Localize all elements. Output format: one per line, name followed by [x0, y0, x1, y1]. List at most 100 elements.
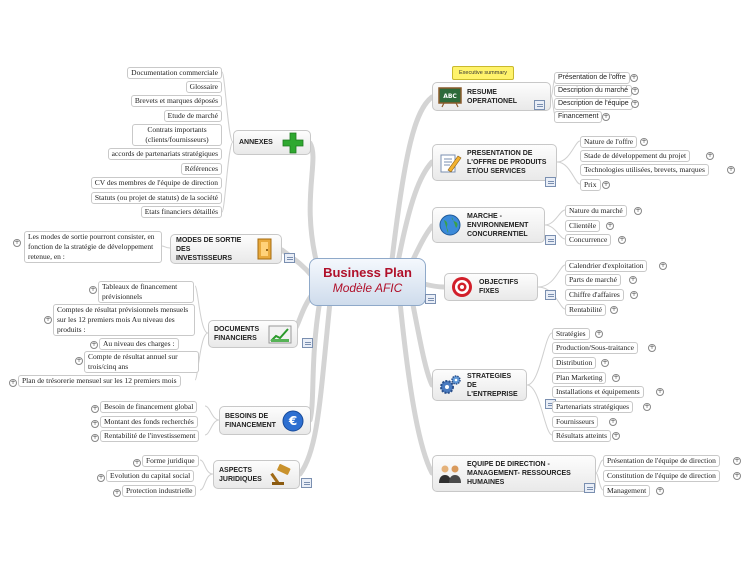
note-icon[interactable]: [284, 253, 295, 263]
subtopic[interactable]: Les modes de sortie pourront consister, …: [24, 231, 162, 263]
topic-annexes[interactable]: ANNEXES: [233, 130, 311, 155]
expand-plus-icon[interactable]: +: [648, 344, 656, 352]
note-icon[interactable]: [425, 294, 436, 304]
expand-plus-icon[interactable]: +: [629, 276, 637, 284]
subtopic[interactable]: Présentation de l'équipe de direction: [603, 455, 720, 467]
note-icon[interactable]: [302, 338, 313, 348]
expand-plus-icon[interactable]: +: [630, 291, 638, 299]
expand-plus-icon[interactable]: +: [91, 434, 99, 442]
subtopic[interactable]: Constitution de l'équipe de direction: [603, 470, 720, 482]
subtopic[interactable]: Tableaux de financement prévisionnels: [98, 281, 194, 303]
subtopic[interactable]: Montant des fonds recherchés: [100, 416, 198, 428]
subtopic[interactable]: Installations et équipements: [552, 386, 644, 398]
expand-plus-icon[interactable]: +: [733, 472, 741, 480]
subtopic[interactable]: Nature de l'offre: [580, 136, 638, 148]
subtopic[interactable]: Contrats importants (clients/fournisseur…: [132, 124, 222, 146]
note-icon[interactable]: [545, 235, 556, 245]
note-icon[interactable]: [301, 478, 312, 488]
expand-plus-icon[interactable]: +: [631, 100, 639, 108]
expand-plus-icon[interactable]: +: [44, 316, 52, 324]
subtopic[interactable]: Partenariats stratégiques: [552, 401, 634, 413]
subtopic[interactable]: Fournisseurs: [552, 416, 599, 428]
subtopic[interactable]: Production/Sous-traitance: [552, 342, 638, 354]
subtopic[interactable]: Chiffre d'affaires: [565, 289, 624, 301]
note-icon[interactable]: [534, 100, 545, 110]
topic-marche[interactable]: MARCHE - ENVIRONNEMENT CONCURRENTIEL: [432, 207, 545, 243]
expand-plus-icon[interactable]: +: [91, 405, 99, 413]
topic-documents-financiers[interactable]: DOCUMENTS FINANCIERS: [208, 320, 298, 348]
subtopic[interactable]: CV des membres de l'équipe de direction: [90, 177, 222, 189]
subtopic[interactable]: Etude de marché: [163, 110, 222, 122]
expand-plus-icon[interactable]: +: [618, 236, 626, 244]
expand-plus-icon[interactable]: +: [630, 74, 638, 82]
topic-modes-sortie[interactable]: MODES DE SORTIE DES INVESTISSEURS: [170, 234, 282, 264]
expand-plus-icon[interactable]: +: [656, 388, 664, 396]
expand-plus-icon[interactable]: +: [640, 138, 648, 146]
expand-plus-icon[interactable]: +: [75, 357, 83, 365]
note-icon[interactable]: [545, 290, 556, 300]
expand-plus-icon[interactable]: +: [595, 330, 603, 338]
expand-plus-icon[interactable]: +: [89, 286, 97, 294]
subtopic[interactable]: Etats financiers détaillés: [140, 206, 222, 218]
topic-strategies[interactable]: STRATEGIES DE L'ENTREPRISE: [432, 369, 527, 401]
topic-objectifs[interactable]: OBJECTIFS FIXES: [444, 273, 538, 301]
subtopic[interactable]: Forme juridique: [142, 455, 199, 467]
subtopic[interactable]: Plan de trésorerie mensuel sur les 12 pr…: [18, 375, 181, 387]
expand-plus-icon[interactable]: +: [13, 239, 21, 247]
topic-equipe[interactable]: EQUIPE DE DIRECTION - MANAGEMENT- RESSOU…: [432, 455, 596, 492]
expand-plus-icon[interactable]: +: [606, 222, 614, 230]
subtopic[interactable]: Compte de résultat annuel sur trois/cinq…: [84, 351, 199, 373]
central-topic[interactable]: Business Plan Modèle AFIC: [309, 258, 426, 306]
topic-besoins-financement[interactable]: BESOINS DE FINANCEMENT €: [219, 406, 311, 435]
subtopic[interactable]: Calendrier d'exploitation: [565, 260, 648, 272]
subtopic[interactable]: Besoin de financement global: [100, 401, 198, 413]
subtopic[interactable]: Prix: [580, 179, 601, 191]
subtopic[interactable]: Nature du marché: [565, 205, 627, 217]
subtopic[interactable]: Evolution du capital social: [106, 470, 195, 482]
expand-plus-icon[interactable]: +: [656, 487, 664, 495]
expand-plus-icon[interactable]: +: [706, 152, 714, 160]
expand-plus-icon[interactable]: +: [113, 489, 121, 497]
topic-presentation-offre[interactable]: PRESENTATION DE L'OFFRE DE PRODUITS ET/O…: [432, 144, 557, 181]
subtopic[interactable]: accords de partenariats stratégiques: [107, 148, 222, 160]
subtopic[interactable]: Documentation commerciale: [127, 67, 222, 79]
subtopic[interactable]: Distribution: [552, 357, 597, 369]
expand-plus-icon[interactable]: +: [609, 418, 617, 426]
expand-plus-icon[interactable]: +: [133, 459, 141, 467]
subtopic[interactable]: Résultats atteints: [552, 430, 612, 442]
expand-plus-icon[interactable]: +: [631, 87, 639, 95]
subtopic[interactable]: Statuts (ou projet de statuts) de la soc…: [90, 192, 222, 204]
subtopic[interactable]: Plan Marketing: [552, 372, 607, 384]
subtopic[interactable]: Description du marché: [554, 85, 633, 97]
note-icon[interactable]: [584, 483, 595, 493]
subtopic[interactable]: Rentabilité: [565, 304, 606, 316]
expand-plus-icon[interactable]: +: [610, 306, 618, 314]
expand-plus-icon[interactable]: +: [634, 207, 642, 215]
expand-plus-icon[interactable]: +: [659, 262, 667, 270]
expand-plus-icon[interactable]: +: [643, 403, 651, 411]
subtopic[interactable]: Références: [180, 163, 222, 175]
subtopic[interactable]: Concurrence: [565, 234, 612, 246]
subtopic[interactable]: Description de l'équipe: [554, 98, 633, 110]
expand-plus-icon[interactable]: +: [602, 181, 610, 189]
expand-plus-icon[interactable]: +: [612, 432, 620, 440]
subtopic[interactable]: Glossaire: [185, 81, 222, 93]
subtopic[interactable]: Présentation de l'offre: [554, 72, 630, 84]
topic-resume[interactable]: ABC RESUME OPERATIONEL: [432, 82, 551, 111]
subtopic[interactable]: Technologies utilisées, brevets, marques: [580, 164, 709, 176]
subtopic[interactable]: Rentabilité de l'investissement: [100, 430, 200, 442]
subtopic[interactable]: Brevets et marques déposés: [130, 95, 222, 107]
expand-plus-icon[interactable]: +: [727, 166, 735, 174]
expand-plus-icon[interactable]: +: [9, 379, 17, 387]
expand-plus-icon[interactable]: +: [90, 341, 98, 349]
subtopic[interactable]: Stade de développement du projet: [580, 150, 691, 162]
expand-plus-icon[interactable]: +: [91, 420, 99, 428]
topic-aspects-juridiques[interactable]: ASPECTS JURIDIQUES: [213, 460, 300, 489]
subtopic[interactable]: Financement: [554, 111, 603, 123]
subtopic[interactable]: Comptes de résultat prévisionnels mensue…: [53, 304, 195, 336]
subtopic[interactable]: Clientèle: [565, 220, 601, 232]
subtopic[interactable]: Stratégies: [552, 328, 590, 340]
expand-plus-icon[interactable]: +: [612, 374, 620, 382]
subtopic[interactable]: Au niveau des charges :: [99, 338, 179, 350]
subtopic[interactable]: Parts de marché: [565, 274, 621, 286]
